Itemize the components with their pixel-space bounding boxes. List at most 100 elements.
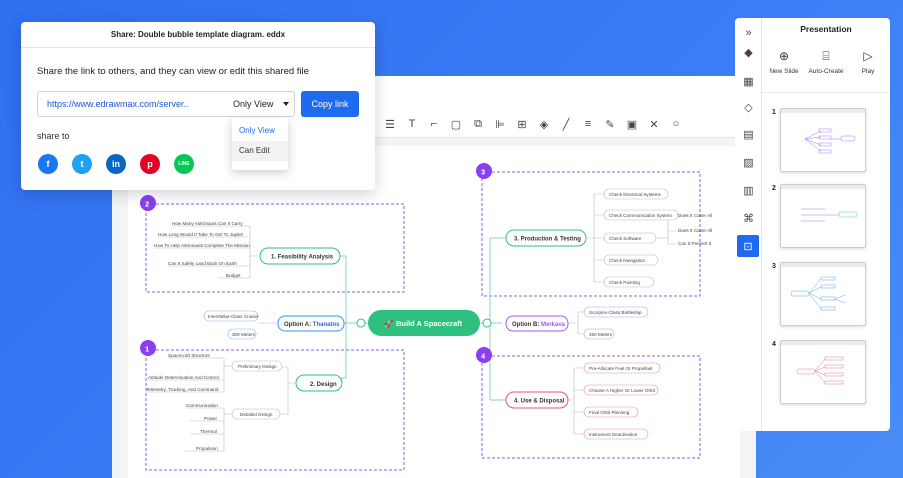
slide-thumbnail-3[interactable] bbox=[780, 262, 866, 326]
copy-link-button[interactable]: Copy link bbox=[301, 91, 359, 117]
line-icon[interactable]: LINE bbox=[174, 154, 194, 174]
new-slide-button[interactable]: ⊕ New Slide bbox=[762, 48, 806, 75]
permission-option-only-view[interactable]: Only View bbox=[239, 126, 275, 135]
lock-icon[interactable]: ▣ bbox=[626, 118, 638, 131]
branch-design[interactable] bbox=[295, 374, 343, 392]
diagram-canvas[interactable]: 🚀 Build A Spacecraft 1. Feasibility Anal… bbox=[128, 146, 740, 478]
collapse-left-toggle[interactable] bbox=[356, 318, 366, 328]
connector-icon[interactable]: ⌐ bbox=[430, 118, 438, 130]
leaf-node[interactable] bbox=[583, 428, 649, 440]
center-node[interactable] bbox=[368, 310, 480, 336]
auto-create-button[interactable]: ⌸ Auto-Create bbox=[804, 48, 848, 75]
sub-node[interactable] bbox=[231, 408, 281, 420]
facebook-icon[interactable]: f bbox=[38, 154, 58, 174]
sub-node-label: Detailed Design bbox=[240, 412, 273, 417]
page-icon[interactable]: ▤ bbox=[743, 129, 754, 141]
leaf: How Many Astronauts Can It Carry bbox=[172, 221, 243, 226]
leaf: Instrument Deactivation bbox=[589, 432, 638, 437]
permission-select[interactable]: Only View bbox=[233, 99, 274, 109]
collapse-icon[interactable]: » bbox=[745, 26, 752, 39]
share-dialog: Share: Double bubble template diagram. e… bbox=[21, 22, 375, 190]
leaf-node[interactable] bbox=[603, 232, 657, 244]
option-b-item[interactable] bbox=[583, 328, 615, 340]
slide-number: 4 bbox=[772, 341, 776, 348]
leaf-node[interactable] bbox=[583, 406, 639, 418]
presentation-panel: Presentation ⊕ New Slide ⌸ Auto-Create ▷… bbox=[762, 18, 890, 431]
option-a-node[interactable] bbox=[277, 315, 345, 332]
image-icon[interactable]: ▨ bbox=[743, 157, 754, 169]
play-button[interactable]: ▷ Play bbox=[846, 48, 890, 75]
leaf-node[interactable] bbox=[603, 188, 669, 200]
share-link-field[interactable]: https://www.edrawmax.com/server.. Only V… bbox=[37, 91, 295, 117]
text-align-icon[interactable]: ☰ bbox=[385, 118, 395, 131]
badge-3 bbox=[476, 163, 492, 179]
fill-icon[interactable]: ◆ bbox=[744, 47, 753, 59]
slide-thumbnail-4[interactable] bbox=[780, 340, 866, 404]
share-link-value[interactable]: https://www.edrawmax.com/server.. bbox=[47, 99, 189, 109]
option-b-item-label: 450 Meters bbox=[589, 332, 613, 337]
leaf: Communication bbox=[186, 403, 218, 408]
badge-1 bbox=[140, 340, 156, 356]
leaf-node[interactable] bbox=[583, 384, 659, 396]
share-dialog-title: Share: Double bubble template diagram. e… bbox=[21, 22, 375, 48]
align-icon[interactable]: ⊫ bbox=[495, 118, 505, 131]
branch-design-label: 2. Design bbox=[310, 382, 337, 388]
shape-icon[interactable]: ▢ bbox=[450, 118, 462, 131]
badge-4-label: 4 bbox=[481, 352, 486, 361]
grid-icon[interactable]: ▦ bbox=[743, 76, 754, 88]
branch-use-disposal[interactable] bbox=[505, 391, 569, 409]
leaf: Does It Cover All bbox=[678, 228, 712, 233]
leaf: Attitude Determination And Control bbox=[148, 375, 219, 380]
option-a-item[interactable] bbox=[203, 310, 259, 322]
badge-2 bbox=[140, 195, 156, 211]
option-b-item[interactable] bbox=[583, 306, 649, 318]
leaf-node[interactable] bbox=[603, 254, 659, 266]
leaf-node[interactable] bbox=[603, 276, 655, 288]
pinterest-icon[interactable]: p bbox=[140, 154, 160, 174]
presentation-icon[interactable]: ⊡ bbox=[737, 235, 759, 257]
fill-icon[interactable]: ◈ bbox=[539, 118, 549, 131]
play-label: Play bbox=[861, 68, 875, 75]
option-a-prefix: Option A: bbox=[284, 322, 313, 328]
sub-node-label: Preliminary Design bbox=[238, 364, 277, 369]
linkedin-icon[interactable]: in bbox=[106, 154, 126, 174]
zoom-icon[interactable]: ○ bbox=[672, 118, 680, 130]
badge-3-label: 3 bbox=[481, 168, 485, 177]
brush-icon[interactable]: ✎ bbox=[605, 118, 615, 131]
sub-node[interactable] bbox=[231, 360, 283, 372]
slide-preview bbox=[796, 356, 844, 385]
mind-map: 🚀 Build A Spacecraft 1. Feasibility Anal… bbox=[140, 163, 712, 471]
branch-production[interactable] bbox=[505, 229, 587, 247]
option-b-node[interactable] bbox=[505, 315, 569, 332]
branch-feasibility[interactable] bbox=[259, 247, 341, 265]
leaf: Budget bbox=[226, 273, 241, 278]
slide-preview bbox=[804, 128, 856, 154]
slide-number: 2 bbox=[772, 185, 776, 192]
slide-number: 3 bbox=[772, 263, 776, 270]
permission-option-can-edit[interactable]: Can Edit bbox=[232, 141, 288, 161]
slide-thumbnail-2[interactable] bbox=[780, 184, 866, 248]
pen-icon[interactable]: ╱ bbox=[562, 118, 570, 131]
leaf-node[interactable] bbox=[583, 362, 661, 374]
leaf: Check Software bbox=[609, 236, 642, 241]
leaf: Check Painting bbox=[609, 280, 640, 285]
option-a-item[interactable] bbox=[227, 328, 257, 340]
tools-icon[interactable]: ✕ bbox=[649, 118, 659, 131]
line-style-icon[interactable]: ≡ bbox=[584, 118, 592, 130]
connect-icon[interactable]: ⌘ bbox=[743, 213, 754, 225]
leaf: Can It Safely Land Back On Earth bbox=[168, 261, 237, 266]
branch-feasibility-label: 1. Feasibility Analysis bbox=[271, 255, 334, 261]
layers-icon[interactable]: ◇ bbox=[744, 102, 753, 114]
leaf-node[interactable] bbox=[603, 209, 679, 221]
distribute-icon[interactable]: ⊞ bbox=[517, 118, 527, 131]
collapse-right-toggle[interactable] bbox=[482, 318, 492, 328]
leaf: Does It Cover All bbox=[678, 213, 712, 218]
slide-thumbnail-1[interactable] bbox=[780, 108, 866, 172]
slide-number: 1 bbox=[772, 109, 776, 116]
option-a-item-label: 300 Meters bbox=[232, 332, 256, 337]
chevron-down-icon[interactable] bbox=[283, 102, 289, 106]
text-tool-icon[interactable]: T bbox=[408, 118, 416, 130]
twitter-icon[interactable]: t bbox=[72, 154, 92, 174]
data-icon[interactable]: ▥ bbox=[743, 185, 754, 197]
group-icon[interactable]: ⧉ bbox=[474, 117, 482, 130]
